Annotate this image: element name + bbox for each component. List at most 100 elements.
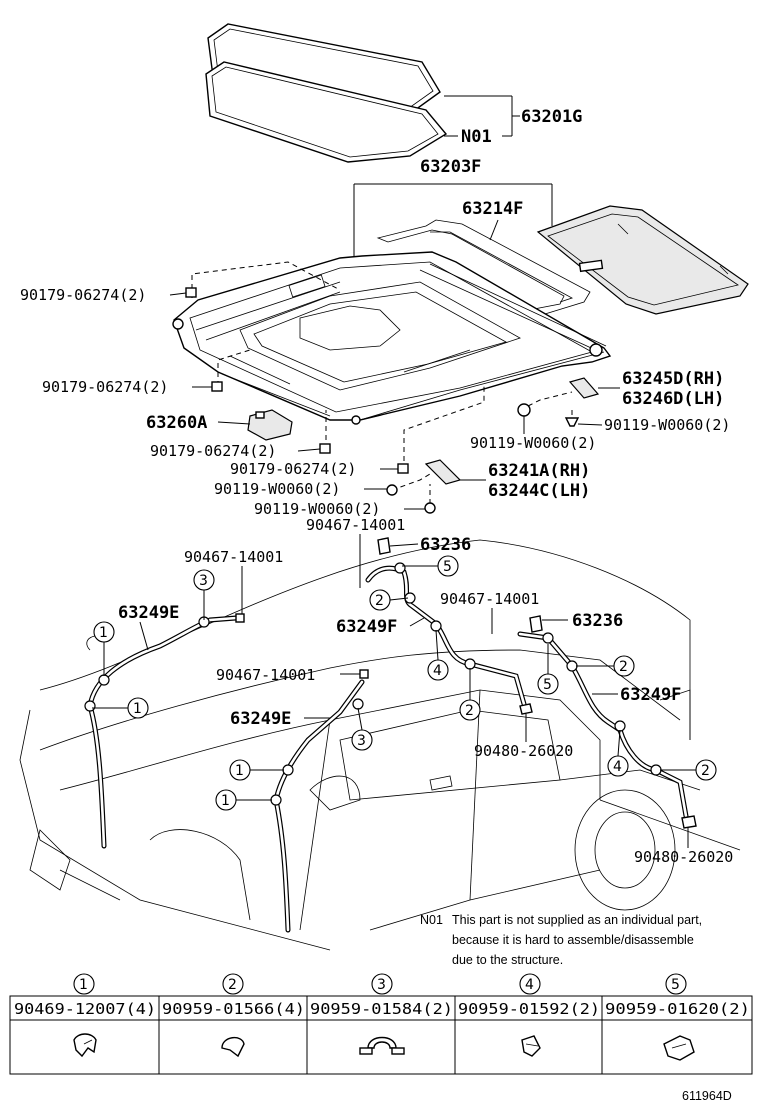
clip-icon-5 <box>663 1035 695 1061</box>
label-90179-c: 90179-06274(2) <box>150 442 276 460</box>
callout-3-b: 3 <box>351 707 373 751</box>
label-63249E-b: 63249E <box>230 709 291 729</box>
screw-90119-d <box>564 417 580 427</box>
sunshade-panel <box>536 205 749 315</box>
svg-text:3: 3 <box>377 977 386 993</box>
hose-clamp-90467-a <box>235 613 245 623</box>
svg-text:4: 4 <box>433 663 442 679</box>
callout-5-b: 5 <box>537 644 559 695</box>
callout-2-a: 2 <box>369 589 409 611</box>
svg-text:2: 2 <box>228 977 237 993</box>
clip-part-5: 90959-01620(2) <box>605 1000 750 1018</box>
label-90119-b: 90119-W0060(2) <box>254 500 380 518</box>
label-90467-a: 90467-14001 <box>306 516 405 534</box>
label-90179-b: 90179-06274(2) <box>42 378 168 396</box>
clip-header-2: 2 <box>222 973 244 995</box>
label-63201G: 63201G <box>521 107 582 127</box>
bracket-63245D <box>568 377 600 399</box>
label-63236-a: 63236 <box>420 535 471 555</box>
label-63249F-b: 63249F <box>620 685 681 705</box>
callout-1-d: 1 <box>215 789 272 811</box>
label-63203F: 63203F <box>420 157 481 177</box>
drain-hose-63249F-rear-right <box>517 631 689 819</box>
svg-text:This part is not supplied as a: This part is not supplied as an individu… <box>452 913 702 927</box>
clip-part-4: 90959-01592(2) <box>458 1000 600 1018</box>
clip-header-5: 5 <box>665 973 687 995</box>
clip-icon-2 <box>221 1037 245 1058</box>
svg-text:1: 1 <box>133 701 142 717</box>
bracket-63241A <box>424 459 462 485</box>
grommet-90480-a <box>519 703 533 715</box>
callout-4-a: 4 <box>427 629 449 681</box>
clip-header-4: 4 <box>519 973 541 995</box>
sunroof-housing-frame <box>172 251 612 425</box>
label-90467-d: 90467-14001 <box>216 666 315 684</box>
label-90179-a: 90179-06274(2) <box>20 286 146 304</box>
svg-text:5: 5 <box>543 677 552 693</box>
clip-part-3: 90959-01584(2) <box>310 1000 453 1018</box>
label-63249F-a: 63249F <box>336 617 397 637</box>
clip-header-3: 3 <box>371 973 393 995</box>
clip-part-1: 90469-12007(4) <box>14 1000 156 1018</box>
callout-4-b: 4 <box>607 729 629 777</box>
sunroof-motor <box>247 409 293 441</box>
svg-text:N01: N01 <box>420 913 443 927</box>
label-63260A: 63260A <box>146 413 207 433</box>
label-90467-c: 90467-14001 <box>440 590 539 608</box>
fitting-63236-b <box>529 615 543 633</box>
nut-90179-a <box>185 287 197 298</box>
clip-table: 1 2 3 4 5 90469-12007(4) 90959-01566(4) … <box>9 973 753 1075</box>
svg-text:1: 1 <box>235 763 244 779</box>
svg-text:1: 1 <box>99 625 108 641</box>
nut-90179-d <box>397 463 409 474</box>
clip-part-2: 90959-01566(4) <box>162 1000 305 1018</box>
callout-1-c: 1 <box>229 759 284 781</box>
callout-5-a: 5 <box>402 555 459 577</box>
callout-3-a: 3 <box>193 569 215 620</box>
callout-2-b: 2 <box>459 668 481 721</box>
callout-2-d: 2 <box>660 759 717 781</box>
drain-hose-63249E-front-left <box>87 615 239 849</box>
svg-text:2: 2 <box>375 593 384 609</box>
note-n01: N01 This part is not supplied as an indi… <box>420 913 702 967</box>
screw-90119-a <box>386 484 398 496</box>
hose-clamp-90467-b <box>359 669 369 679</box>
clip-icon-3 <box>359 1036 405 1055</box>
figure-id: 611964D <box>682 1089 732 1103</box>
label-63246D: 63246D(LH) <box>622 389 724 409</box>
callout-1-b: 1 <box>92 697 149 719</box>
svg-text:3: 3 <box>357 733 366 749</box>
svg-text:2: 2 <box>701 763 710 779</box>
clip-header-1: 1 <box>73 973 95 995</box>
svg-text:2: 2 <box>619 659 628 675</box>
label-63244C: 63244C(LH) <box>488 481 590 501</box>
svg-text:5: 5 <box>443 559 452 575</box>
label-90119-a: 90119-W0060(2) <box>214 480 340 498</box>
svg-text:3: 3 <box>199 573 208 589</box>
fitting-63236-a <box>377 537 391 555</box>
label-90119-c: 90119-W0060(2) <box>470 434 596 452</box>
label-90119-d: 90119-W0060(2) <box>604 416 730 434</box>
svg-text:1: 1 <box>79 977 88 993</box>
label-63249E-a: 63249E <box>118 603 179 623</box>
label-90179-d: 90179-06274(2) <box>230 460 356 478</box>
label-63236-b: 63236 <box>572 611 623 631</box>
svg-text:4: 4 <box>613 759 622 775</box>
screw-90119-b <box>424 502 436 514</box>
label-63241A: 63241A(RH) <box>488 461 590 481</box>
screw-90119-c <box>517 403 531 417</box>
svg-text:4: 4 <box>525 977 534 993</box>
svg-text:due to the structure.: due to the structure. <box>452 953 563 967</box>
callout-2-c: 2 <box>576 655 635 677</box>
clip-icon-1 <box>73 1033 97 1058</box>
label-N01: N01 <box>461 127 492 147</box>
callout-1-a: 1 <box>93 621 115 676</box>
label-90467-b: 90467-14001 <box>184 548 283 566</box>
grommet-90480-b <box>681 815 697 829</box>
label-63245D: 63245D(RH) <box>622 369 724 389</box>
clip-icon-4 <box>521 1035 541 1057</box>
label-63214F: 63214F <box>462 199 523 219</box>
svg-text:2: 2 <box>465 703 474 719</box>
label-90480-a: 90480-26020 <box>474 742 573 760</box>
